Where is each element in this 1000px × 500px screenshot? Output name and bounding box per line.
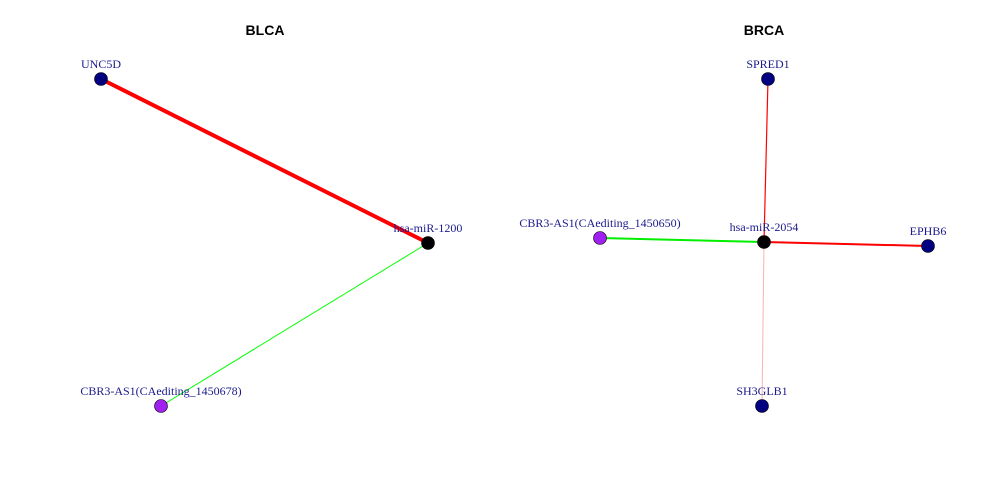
- edge-cbr3-as1-caediting-1450678-hsa-mir-1200: [160, 242, 429, 407]
- edge-hsa-mir-2054-sh3glb1: [761, 241, 765, 407]
- node-label-spred1: SPRED1: [746, 57, 789, 71]
- node-label-hsa-mir-2054: hsa-miR-2054: [730, 220, 799, 234]
- node-cbr3-as1-caediting-1450678[interactable]: [154, 399, 168, 413]
- edge-spred1-hsa-mir-2054: [763, 78, 769, 243]
- edge-hsa-mir-2054-ephb6: [763, 241, 929, 247]
- edge-cbr3-as1-caediting-1450650-hsa-mir-2054: [599, 237, 765, 243]
- node-ephb6[interactable]: [921, 239, 935, 253]
- panel-title-brca: BRCA: [744, 22, 784, 38]
- node-unc5d[interactable]: [94, 72, 108, 86]
- node-label-ephb6: EPHB6: [910, 224, 947, 238]
- panel-title-blca: BLCA: [246, 22, 285, 38]
- node-spred1[interactable]: [761, 72, 775, 86]
- node-sh3glb1[interactable]: [755, 399, 769, 413]
- node-cbr3-as1-caediting-1450650[interactable]: [593, 231, 607, 245]
- edge-unc5d-hsa-mir-1200: [100, 77, 429, 245]
- node-hsa-mir-2054[interactable]: [757, 235, 771, 249]
- node-label-unc5d: UNC5D: [81, 57, 121, 71]
- node-label-sh3glb1: SH3GLB1: [736, 384, 787, 398]
- node-label-hsa-mir-1200: hsa-miR-1200: [394, 221, 463, 235]
- node-label-cbr3-as1-caediting-1450650: CBR3-AS1(CAediting_1450650): [519, 216, 680, 230]
- node-hsa-mir-1200[interactable]: [421, 236, 435, 250]
- node-label-cbr3-as1-caediting-1450678: CBR3-AS1(CAediting_1450678): [80, 384, 241, 398]
